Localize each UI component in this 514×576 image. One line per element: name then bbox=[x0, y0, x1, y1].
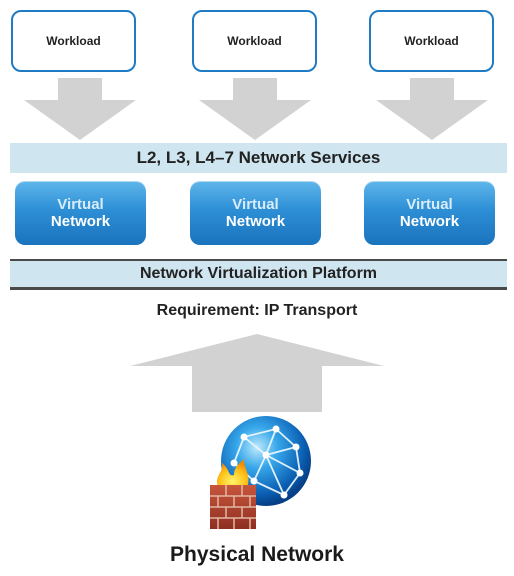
workload-label: Workload bbox=[404, 34, 459, 48]
virtual-network-line1: Virtual bbox=[232, 196, 279, 213]
workload-label: Workload bbox=[46, 34, 101, 48]
virtual-network-line1: Virtual bbox=[406, 196, 453, 213]
physical-network-label: Physical Network bbox=[170, 543, 344, 566]
virtual-network-box-2: Virtual Network bbox=[190, 181, 321, 245]
workload-box-2: Workload bbox=[192, 10, 317, 72]
network-services-band: L2, L3, L4–7 Network Services bbox=[10, 143, 507, 173]
workload-box-1: Workload bbox=[11, 10, 136, 72]
workload-box-3: Workload bbox=[369, 10, 494, 72]
virtual-network-box-1: Virtual Network bbox=[15, 181, 146, 245]
virtual-network-line2: Network bbox=[50, 213, 111, 230]
physical-network-graphic bbox=[204, 415, 322, 542]
network-virtualization-platform-band: Network Virtualization Platform bbox=[10, 259, 507, 290]
requirement-label: Requirement: IP Transport bbox=[156, 302, 358, 319]
virtual-network-box-3: Virtual Network bbox=[364, 181, 495, 245]
down-arrow-icon bbox=[24, 78, 136, 140]
down-arrow-icon bbox=[376, 78, 488, 140]
down-arrow-icon bbox=[199, 78, 311, 140]
virtual-network-line1: Virtual bbox=[57, 196, 104, 213]
virtual-network-line2: Network bbox=[399, 213, 460, 230]
up-arrow-icon bbox=[130, 334, 384, 412]
firewall-brick-icon bbox=[210, 459, 256, 529]
network-services-label: L2, L3, L4–7 Network Services bbox=[136, 148, 381, 167]
workload-label: Workload bbox=[227, 34, 282, 48]
virtual-network-line2: Network bbox=[225, 213, 286, 230]
platform-label: Network Virtualization Platform bbox=[139, 265, 378, 282]
